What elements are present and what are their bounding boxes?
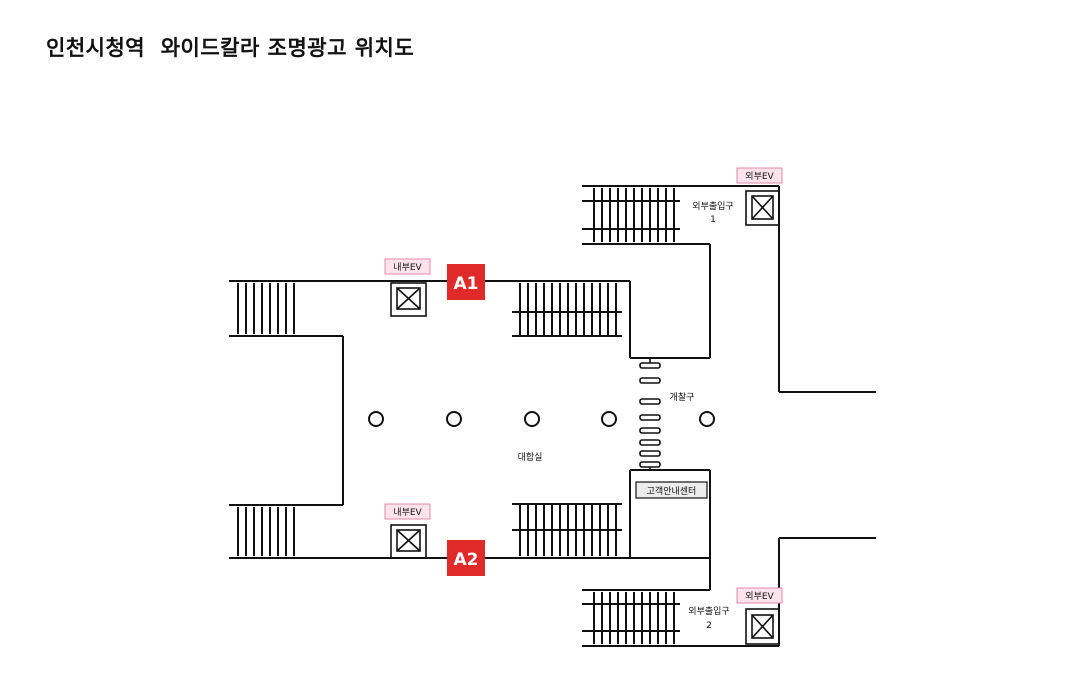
external-ev-tag-bottom: 외부EV — [736, 587, 783, 604]
customer-center-label-box: 고객안내센터 — [635, 481, 708, 499]
stairs-center-top — [512, 283, 622, 337]
page-title: 인천시청역 와이드칼라 조명광고 위치도 — [46, 36, 415, 60]
pillar — [601, 411, 617, 427]
fare-gates-label: 개찰구 — [670, 392, 695, 403]
elevator-icon-external-top — [745, 190, 780, 226]
elevator-icon-external-bottom — [745, 608, 780, 645]
pillar — [368, 411, 384, 427]
exit-2-number: 2 — [706, 621, 712, 631]
ad-label-a1: A1 — [454, 274, 479, 294]
elevator-icon-internal-top — [390, 282, 427, 317]
internal-ev-label-bottom: 내부EV — [393, 507, 422, 518]
ad-location-a1: A1 — [447, 264, 485, 300]
internal-ev-tag-top: 내부EV — [384, 258, 431, 275]
external-ev-label-bottom: 외부EV — [745, 590, 774, 602]
fare-gates — [639, 358, 661, 470]
stairs-left-top — [237, 283, 295, 334]
walls — [229, 185, 876, 647]
pillar — [699, 411, 715, 427]
stairs-center-bottom — [512, 503, 622, 556]
stairs-left-bottom — [237, 507, 295, 556]
elevator-icon-internal-bottom — [390, 524, 427, 559]
ad-location-a2: A2 — [447, 540, 485, 576]
external-ev-label-top: 외부EV — [745, 170, 774, 182]
customer-center-label: 고객안내센터 — [647, 486, 697, 497]
ad-label-a2: A2 — [454, 550, 479, 570]
exit-1-number: 1 — [710, 215, 716, 225]
exit-1-label: 외부출입구 — [692, 200, 733, 212]
internal-ev-label-top: 내부EV — [393, 262, 422, 273]
internal-ev-tag-bottom: 내부EV — [384, 503, 431, 520]
pillar — [524, 411, 540, 427]
external-ev-tag-top: 외부EV — [736, 167, 783, 184]
stairs-exit-2 — [582, 592, 680, 644]
stairs-exit-1 — [582, 188, 680, 242]
pillar — [446, 411, 462, 427]
concourse-label: 대합실 — [518, 452, 543, 463]
exit-2-label: 외부출입구 — [688, 605, 729, 617]
pillars — [368, 411, 715, 427]
